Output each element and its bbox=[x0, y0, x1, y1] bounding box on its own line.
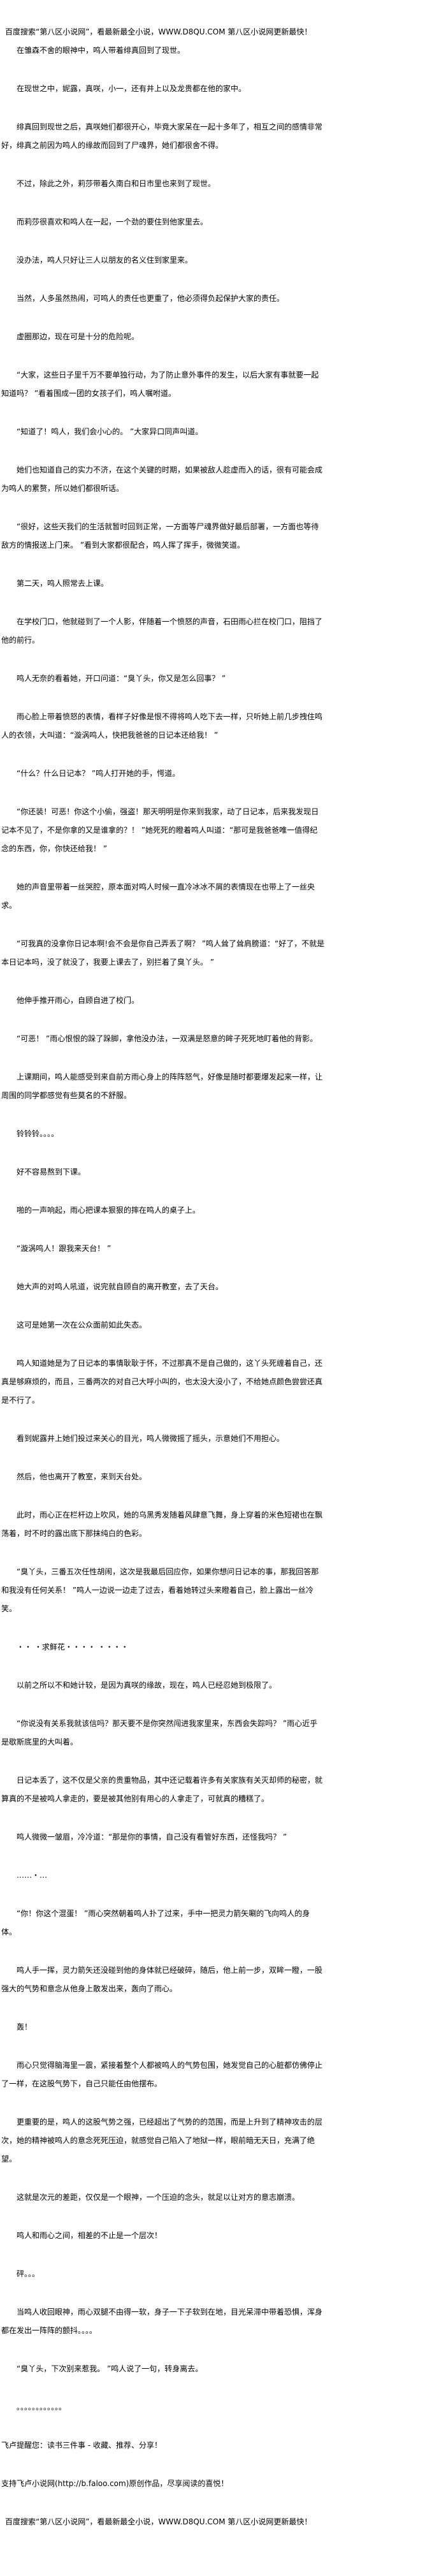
chapter-paragraph: ……・… bbox=[17, 1871, 48, 1880]
chapter-paragraph: 他伸手推开雨心，自顾自进了校门。 bbox=[17, 996, 140, 1005]
chapter-paragraph: 。。。。。。。。。。。。 bbox=[17, 2403, 67, 2411]
chapter-paragraph: 当鸣人收回眼神，雨心双腿不由得一软，身子一下子软到在地，目光呆滞中带着恐惧，浑身… bbox=[1, 2308, 323, 2335]
chapter-paragraph: 上课期间，鸣人能感受到来自前方雨心身上的阵阵怒气，好像是随时都要爆发起来一样，让… bbox=[1, 1072, 323, 1100]
chapter-paragraph: 以前之所以不和她计较，是因为真咲的缘故，现在，鸣人已经忍她到极限了。 bbox=[17, 1681, 277, 1690]
chapter-paragraph: “知道了！鸣人，我们会小心的。 ”大家异口同声叫道。 bbox=[17, 427, 203, 436]
chapter-paragraph: 这可是她第一次在公众面前如此失态。 bbox=[17, 1321, 147, 1329]
chapter-paragraph: 在学校门口，他就碰到了一个人影，伴随着一个愤怒的声音，石田雨心拦在校门口，阻挡了… bbox=[1, 617, 323, 645]
chapter-paragraph: “可恶！ ”雨心恨恨的跺了跺脚，拿他没办法，一双满是怒意的眸子死死地盯着他的背影… bbox=[17, 1034, 318, 1043]
chapter-paragraph: “可我真的没拿你日记本啊!会不会是你自己弄丢了啊？ ”鸣人耸了耸肩膀道：“好了，… bbox=[1, 939, 325, 967]
chapter-paragraph: 她大声的对鸣人吼道，说完就自顾自的离开教室，去了天台。 bbox=[17, 1282, 224, 1291]
chapter-paragraph: 而莉莎很喜欢和鸣人在一起，一个劲的要住到他家里去。 bbox=[17, 217, 208, 226]
chapter-paragraph: 鸣人无奈的看着她，开口问道：“臭丫头，你又是怎么回事？ ” bbox=[17, 674, 226, 683]
chapter-paragraph: 轰！ bbox=[17, 2023, 32, 2031]
chapter-paragraph: 此时，雨心正在栏杆边上吹风，她的乌黑秀发随着风肆意飞舞，身上穿着的米色短裙也在飘… bbox=[1, 1511, 323, 1538]
chapter-page: 百度搜索“第八区小说网”，看最新最全小说，WWW.D8QU.COM 第八区小说网… bbox=[1, 27, 325, 2526]
site-banner-bottom: 百度搜索“第八区小说网”，看最新最全小说，WWW.D8QU.COM 第八区小说网… bbox=[5, 2517, 312, 2526]
chapter-paragraph: “你！你这个混蛋！ ”雨心突然朝着鸣人扑了过来，手中一把灵力箭矢唰的飞向鸣人的身… bbox=[1, 1909, 310, 1936]
chapter-paragraph: 在雏森不舍的眼神中，鸣人带着绯真回到了现世。 bbox=[17, 46, 185, 55]
chapter-paragraph: 她们也知道自己的实力不济，在这个关键的时期，如果被敌人趁虚而入的话，很有可能会成… bbox=[1, 465, 323, 493]
faloo-reminder: 飞卢提醒您：读书三件事 - 收藏、推荐、分享！ bbox=[1, 2441, 162, 2450]
chapter-paragraph: 好不容易熬到下课。 bbox=[17, 1167, 86, 1176]
chapter-paragraph: 当然，人多虽然热闹，可鸣人的责任也更重了，他必须得负起保护大家的责任。 bbox=[17, 294, 285, 303]
chapter-paragraph: “什么？什么日记本？ ”鸣人打开她的手，愕道。 bbox=[17, 769, 180, 778]
chapter-paragraph: 看到妮露井上她们投过来关心的目光，鸣人微微摇了摇头，示意她们不用担心。 bbox=[17, 1434, 285, 1443]
chapter-paragraph: 这就是次元的差距，仅仅是一个眼神，一个压迫的念头，就足以让对方的意志崩溃。 bbox=[17, 2193, 300, 2202]
chapter-paragraph: 然后，他也离开了教室，来到天台处。 bbox=[17, 1472, 147, 1481]
faloo-support-line: 支持飞卢小说网(http://b.faloo.com)原创作品，尽享阅读的喜悦！ bbox=[1, 2479, 229, 2488]
chapter-paragraph: 鸣人微微一皱眉，冷冷道：“那是你的事情，自己没有看管好东西，还怪我吗？ ” bbox=[17, 1833, 287, 1841]
chapter-paragraph: 鸣人和雨心之间，相差的不止是一个层次！ bbox=[17, 2231, 162, 2240]
chapter-paragraph: 在现世之中，妮露，真咲，小一，还有井上以及龙贵都在他的家中。 bbox=[17, 84, 247, 93]
chapter-paragraph: 鸣人知道她是为了日记本的事情耿耿于怀，不过那真不是自己做的，这丫头死缠着自己，还… bbox=[1, 1359, 323, 1405]
chapter-paragraph: “你还装！可恶！你这个小偷，强盗！那天明明是你来到我家，动了日记本，后来我发现日… bbox=[1, 807, 319, 853]
chapter-paragraph: 啪的一声响起，雨心把课本狠狠的摔在鸣人的桌子上。 bbox=[17, 1206, 201, 1215]
chapter-paragraph: 铃铃铃。。。。 bbox=[17, 1129, 59, 1138]
chapter-paragraph: 她的声音里带着一丝哭腔，原本面对鸣人时候一直冷冰冰不屑的表情现在也带上了一丝央求… bbox=[1, 882, 315, 910]
chapter-paragraph: 鸣人手一挥，灵力箭矢还没碰到他的身体就已经破碎，随后，他上前一步，双眸一瞪，一股… bbox=[1, 1966, 323, 1993]
chapter-body: 在雏森不舍的眼神中，鸣人带着绯真回到了现世。在现世之中，妮露，真咲，小一，还有井… bbox=[1, 41, 325, 2417]
chapter-paragraph: 第二天，鸣人照常去上课。 bbox=[17, 579, 109, 588]
chapter-paragraph: “很好，这些天我们的生活就暂时回到正常，一方面等尸魂界做好最后部署，一方面也等待… bbox=[1, 522, 319, 550]
chapter-paragraph: 日记本丢了，这不仅是父亲的贵重物品，其中还记载着许多有关家族有关灭却师的秘密，就… bbox=[1, 1776, 323, 1803]
chapter-paragraph: 砰。。。 bbox=[17, 2269, 40, 2278]
chapter-paragraph: “大家，这些日子里千万不要单独行动，为了防止意外事件的发生，以后大家有事就要一起… bbox=[1, 370, 319, 398]
chapter-paragraph: ・・ ・求鲜花・・・・ ・・・・ bbox=[17, 1643, 129, 1651]
chapter-paragraph: 更重要的是，鸣人的这股气势之强，已经超出了气势的的范围，而是上升到了精神攻击的层… bbox=[1, 2118, 323, 2163]
chapter-paragraph: 雨心只觉得脑海里一震，紧接着整个人都被鸣人的气势包围，她发觉自己的心脏都仿佛停止… bbox=[1, 2061, 323, 2088]
chapter-paragraph: 没办法，鸣人只好让三人以朋友的名义住到家里来。 bbox=[17, 256, 193, 265]
chapter-paragraph: 绯真回到现世之后，真咲她们都很开心，毕竟大家呆在一起十多年了，相互之间的感情非常… bbox=[1, 122, 323, 150]
site-banner-top: 百度搜索“第八区小说网”，看最新最全小说，WWW.D8QU.COM 第八区小说网… bbox=[5, 27, 312, 36]
chapter-paragraph: “臭丫头，下次别来惹我。 ”鸣人说了一句，转身离去。 bbox=[17, 2364, 203, 2373]
chapter-paragraph: 不过，除此之外，莉莎带着久南白和日市里也来到了现世。 bbox=[17, 179, 216, 188]
chapter-paragraph: “漩涡鸣人！跟我来天台！ ” bbox=[17, 1244, 112, 1253]
chapter-paragraph: 虚圈那边，现在可是十分的危险呢。 bbox=[17, 332, 140, 341]
chapter-paragraph: “臭丫头，三番五次任性胡闹，这次是我最后回应你，如果你想问日记本的事，那我回答那… bbox=[1, 1567, 319, 1613]
chapter-paragraph: “你说没有关系我就该信吗？那天要不是你突然闯进我家里来，东西会失踪吗？ ”雨心近… bbox=[1, 1719, 318, 1746]
chapter-paragraph: 雨心脸上带着愤怒的表情，看样子好像是恨不得将鸣人吃下去一样，只听她上前几步拽住鸣… bbox=[1, 712, 323, 740]
